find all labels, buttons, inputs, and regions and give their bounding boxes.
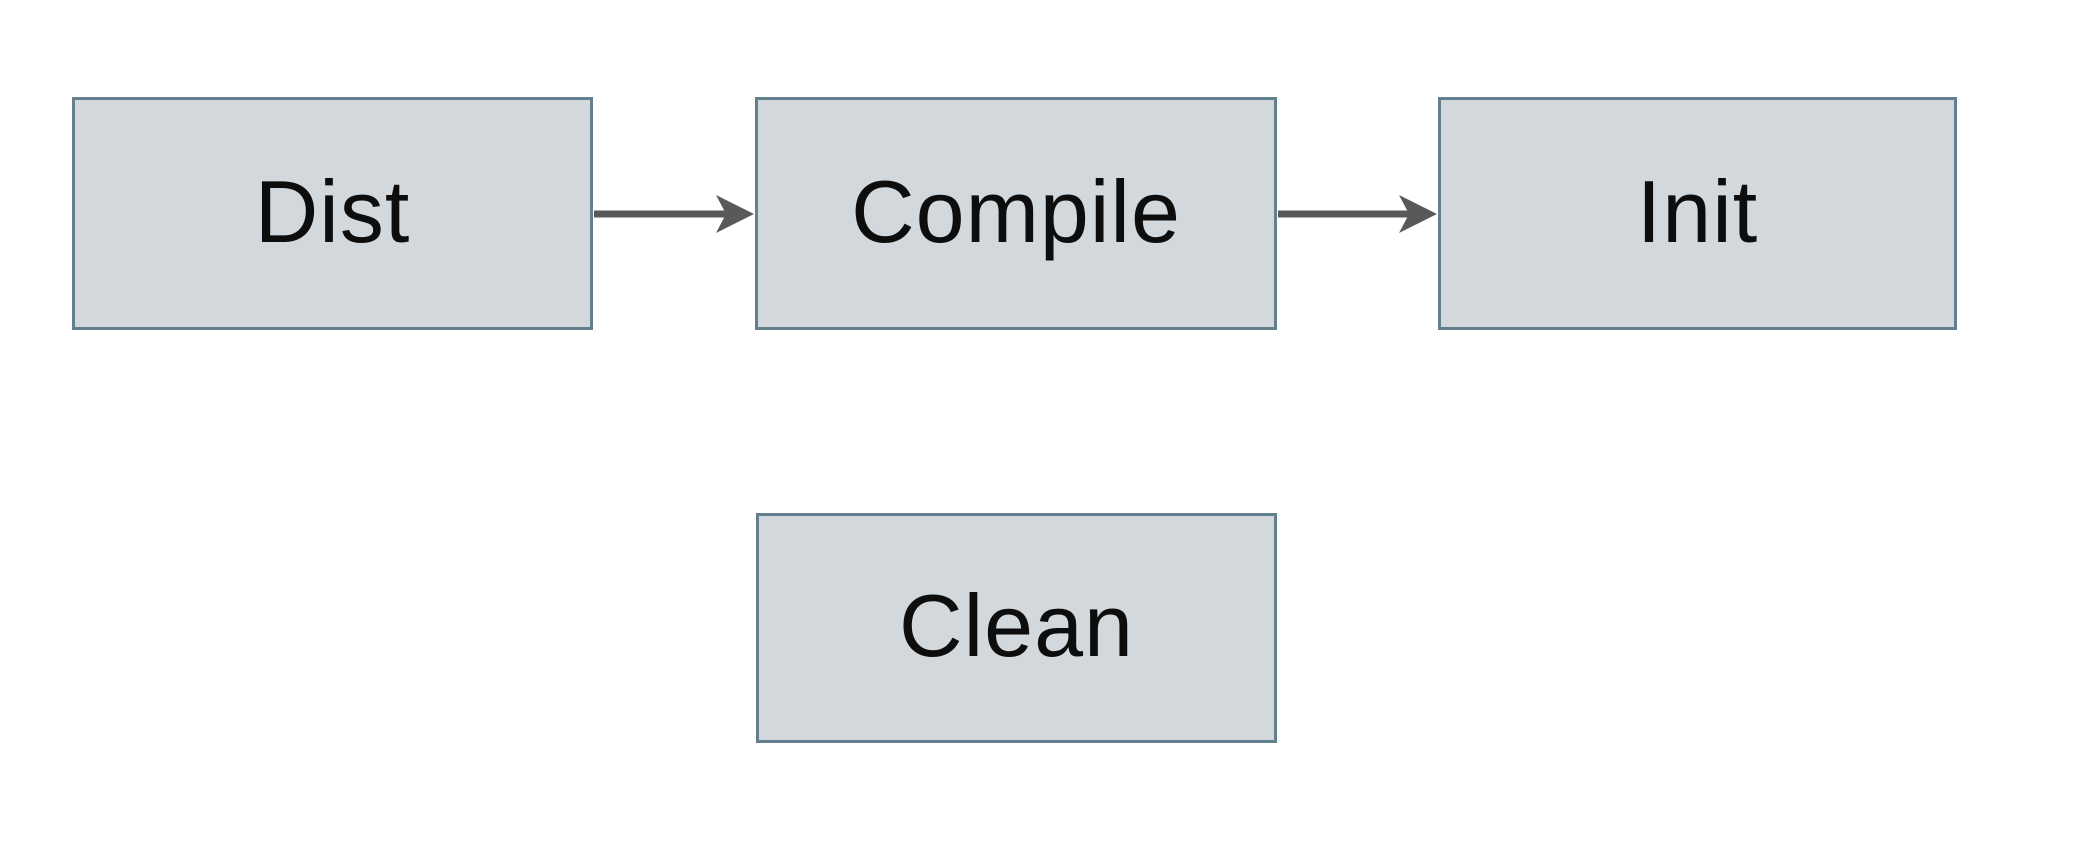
node-dist: Dist	[72, 97, 593, 330]
node-init: Init	[1438, 97, 1957, 330]
node-init-label: Init	[1636, 161, 1759, 261]
node-compile-label: Compile	[851, 161, 1181, 261]
node-clean-label: Clean	[899, 576, 1134, 675]
node-clean: Clean	[756, 513, 1277, 743]
node-dist-label: Dist	[254, 161, 411, 261]
node-compile: Compile	[755, 97, 1277, 330]
edge-arrow-compile-init	[1278, 195, 1437, 233]
edge-arrow-dist-compile	[594, 195, 754, 233]
